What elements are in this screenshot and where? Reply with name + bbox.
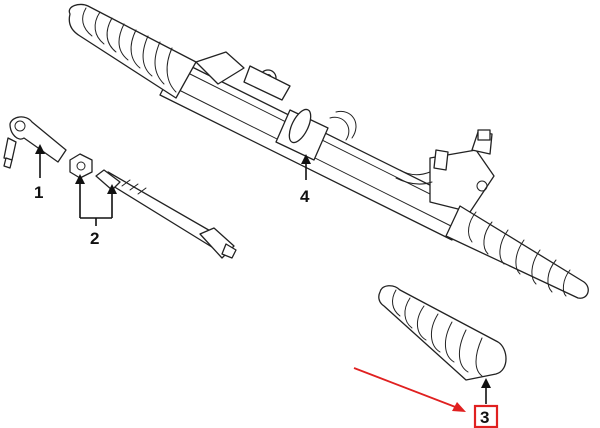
highlight-pointer-line [353, 367, 459, 409]
highlight-pointer-arrowhead [452, 402, 466, 412]
callout-2[interactable]: 2 [75, 174, 117, 248]
steering-rack-assembly [68, 3, 589, 299]
callout-1-arrowhead [35, 144, 45, 154]
highlight-pointer-arrow [353, 367, 466, 412]
callout-4-label: 4 [300, 187, 310, 206]
upper-bellows-boot [68, 3, 197, 99]
callout-2-arrowhead-left [75, 174, 85, 184]
outer-tie-rod-end [3, 116, 67, 169]
bellows-boot-part-3 [378, 285, 507, 381]
callout-1-label: 1 [34, 183, 43, 202]
callout-3-label: 3 [480, 408, 489, 427]
callout-3-arrowhead [481, 378, 491, 388]
jam-nut [69, 153, 93, 179]
callout-2-label: 2 [90, 229, 99, 248]
callout-3[interactable]: 3 [473, 378, 499, 428]
lower-bellows-boot [445, 205, 589, 299]
callout-1[interactable]: 1 [34, 144, 45, 202]
callout-4-arrowhead [301, 154, 311, 164]
callout-4[interactable]: 4 [300, 154, 311, 206]
callout-2-arrowhead-right [107, 184, 117, 194]
callout-3-highlight-box [473, 404, 499, 428]
inner-tie-rod [95, 169, 237, 259]
